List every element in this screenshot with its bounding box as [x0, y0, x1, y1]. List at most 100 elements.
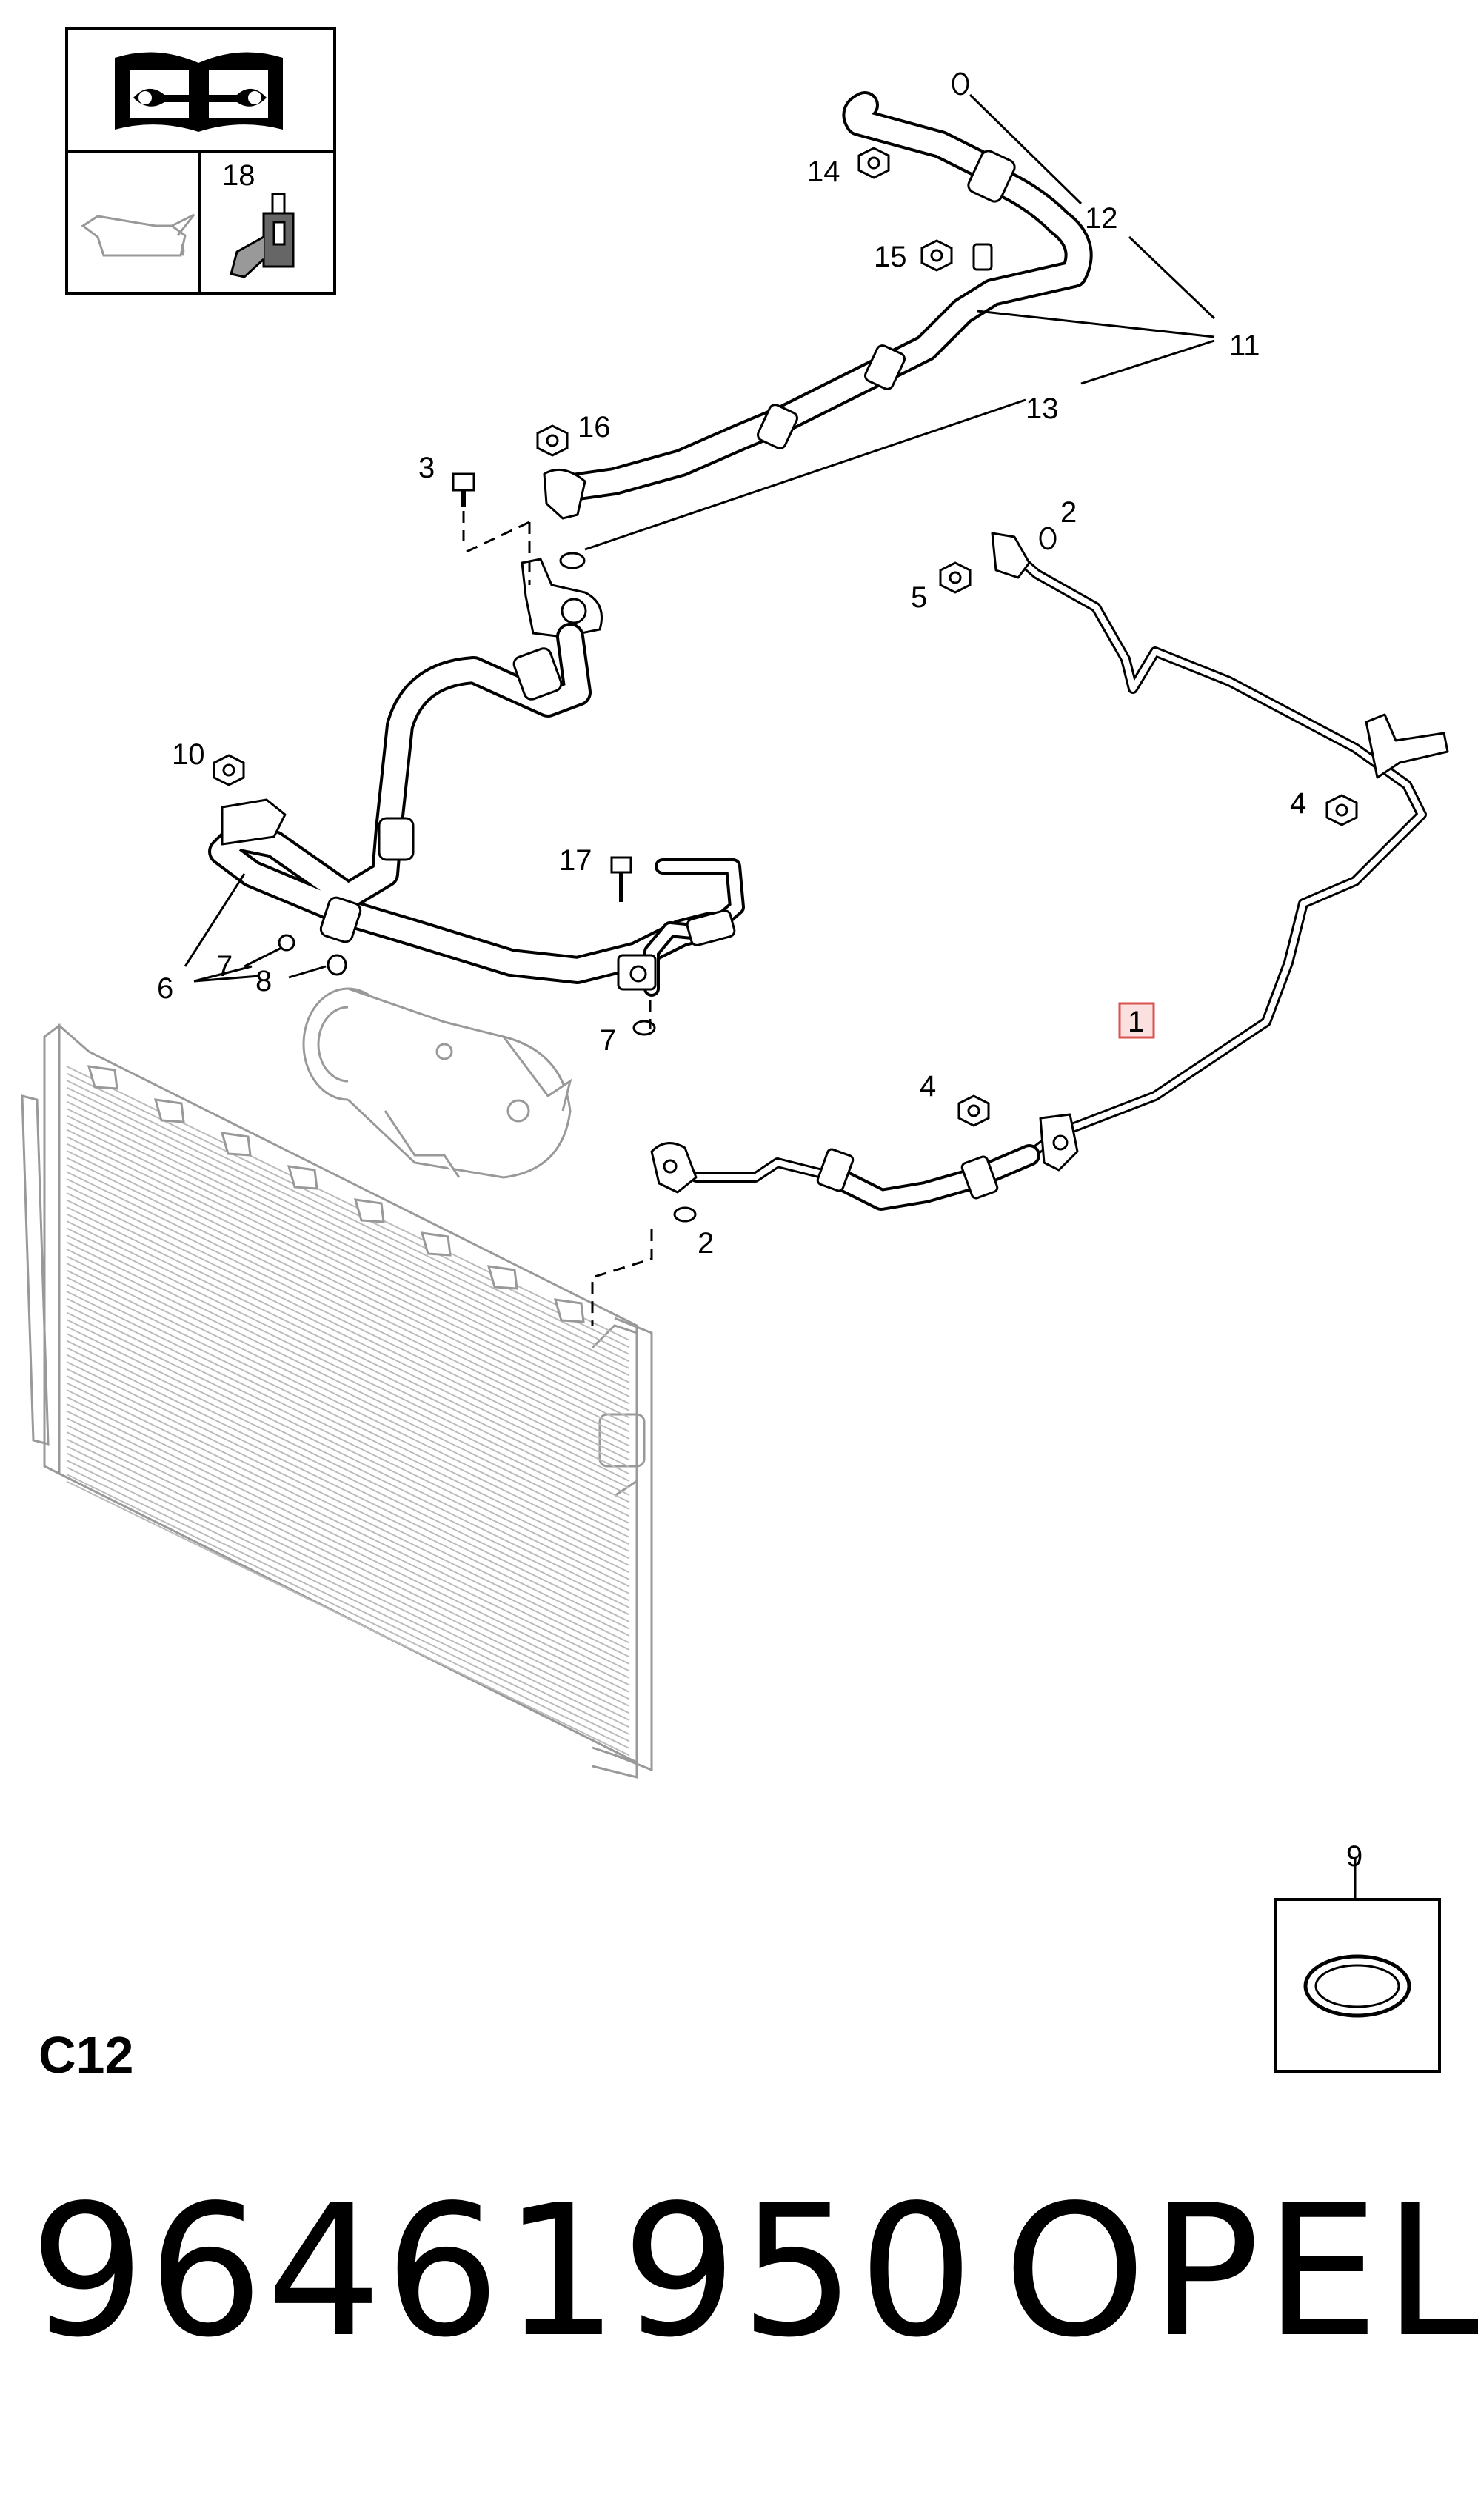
service-manual-icon — [115, 52, 283, 132]
o-ring-8 — [327, 954, 347, 976]
nut-5 — [939, 561, 972, 594]
condenser-fin-line — [66, 1283, 630, 1560]
condenser-hooks — [87, 1065, 585, 1323]
o-ring-2-lower — [673, 1206, 697, 1223]
condenser-fin-line — [66, 1446, 630, 1721]
condenser-fin-line — [66, 1466, 630, 1742]
o-ring-7-right — [632, 1020, 656, 1036]
o-ring-2-upper — [1039, 527, 1057, 550]
part-9-box — [1274, 1898, 1441, 2073]
condenser-fin-line — [66, 1234, 630, 1510]
bolt-3 — [452, 472, 475, 507]
suction-block-fitting — [521, 558, 603, 638]
condenser-fin-line — [66, 1297, 630, 1574]
condenser-fin-line — [66, 1354, 630, 1630]
oil-can-icon — [81, 213, 195, 257]
callout-4-lower: 4 — [920, 1070, 936, 1103]
condenser-fin-line — [66, 1424, 630, 1700]
condenser-fin-line — [66, 1305, 630, 1580]
condenser-fin-line — [66, 1185, 630, 1461]
o-ring-13 — [559, 552, 586, 569]
condenser-fin-line — [66, 1396, 630, 1672]
condenser-fin-line — [66, 1199, 630, 1475]
nut-15 — [920, 239, 953, 272]
o-ring-12 — [952, 72, 969, 96]
condenser-fin-line — [66, 1403, 630, 1679]
condenser-fins — [66, 1066, 630, 1757]
callout-7-right: 7 — [600, 1024, 616, 1057]
condenser-fin-line — [66, 1333, 630, 1608]
condenser-fin-line — [66, 1311, 630, 1588]
bolt-17 — [610, 856, 632, 902]
condenser-fin-line — [66, 1192, 630, 1468]
condenser-fin-line — [66, 1227, 630, 1503]
condenser-fin-line — [66, 1108, 630, 1383]
condenser-fin-line — [66, 1178, 630, 1454]
condenser-fin-line — [66, 1206, 630, 1482]
condenser-fin-line — [66, 1340, 630, 1616]
nut-10 — [213, 754, 245, 786]
condenser-fin-line — [66, 1480, 630, 1757]
condenser-fin-line — [66, 1382, 630, 1658]
condenser-fin-line — [66, 1375, 630, 1651]
ac-compressor — [302, 987, 572, 1179]
condenser-fin-line — [66, 1410, 630, 1686]
condenser-fin-line — [66, 1164, 630, 1440]
condenser-outline — [21, 1023, 653, 1779]
callout-14: 14 — [807, 156, 840, 188]
part-number: 96461950 — [30, 2166, 977, 2377]
condenser-fin-line — [66, 1263, 630, 1538]
condenser-fin-line — [66, 1171, 630, 1447]
condenser-fin-line — [66, 1086, 630, 1363]
nut-4-upper — [1325, 794, 1358, 826]
condenser-fin-line — [66, 1277, 630, 1552]
section-code: C12 — [39, 2026, 134, 2084]
condenser-fin-line — [66, 1122, 630, 1397]
callout-5: 5 — [911, 581, 927, 614]
suction-line-upper — [543, 91, 1093, 520]
o-ring-7-left — [278, 934, 295, 952]
condenser-fin-line — [66, 1347, 630, 1622]
callout-11: 11 — [1229, 330, 1260, 362]
valve-cap — [972, 243, 993, 271]
callout-16: 16 — [578, 411, 611, 444]
condenser-fin-line — [66, 1389, 630, 1665]
condenser-fin-line — [66, 1143, 630, 1419]
condenser-fin-line — [66, 1241, 630, 1517]
callout-13: 13 — [1026, 392, 1059, 425]
condenser-fin-line — [66, 1150, 630, 1426]
condenser-fin-line — [66, 1361, 630, 1637]
suction-hose-lower — [208, 623, 745, 997]
condenser-fin-line — [66, 1255, 630, 1531]
dashed-leaders — [462, 511, 653, 1326]
nut-4-lower — [957, 1094, 990, 1127]
callout-2-lower: 2 — [698, 1227, 714, 1260]
callout-7-left: 7 — [216, 950, 233, 983]
nut-16 — [536, 424, 569, 457]
callout-8: 8 — [255, 965, 272, 997]
condenser-fin-line — [66, 1460, 630, 1735]
condenser-fin-line — [66, 1474, 630, 1749]
condenser-fin-line — [66, 1269, 630, 1545]
condenser-fin-line — [66, 1368, 630, 1644]
sealant-bottle-icon — [230, 193, 295, 278]
condenser-fin-line — [66, 1326, 630, 1602]
condenser-fin-line — [66, 1094, 630, 1369]
condenser-fin-line — [66, 1100, 630, 1377]
callout-3: 3 — [418, 452, 435, 484]
condenser-fin-line — [66, 1431, 630, 1707]
callout-15: 15 — [874, 241, 907, 273]
callout-9: 9 — [1346, 1840, 1362, 1873]
callout-4-upper: 4 — [1290, 787, 1306, 820]
callout-1-highlight — [1118, 1002, 1155, 1039]
condenser-fin-line — [66, 1452, 630, 1728]
condenser-fin-line — [66, 1213, 630, 1489]
callout-1: 1 — [1128, 1006, 1144, 1038]
brand-name: OPEL — [1003, 2166, 1478, 2377]
callout-12: 12 — [1085, 202, 1118, 235]
header-symbol-box — [65, 27, 336, 295]
condenser-fin-line — [66, 1136, 630, 1411]
callout-17: 17 — [559, 844, 592, 877]
part-1-liquid-line — [650, 532, 1449, 1211]
